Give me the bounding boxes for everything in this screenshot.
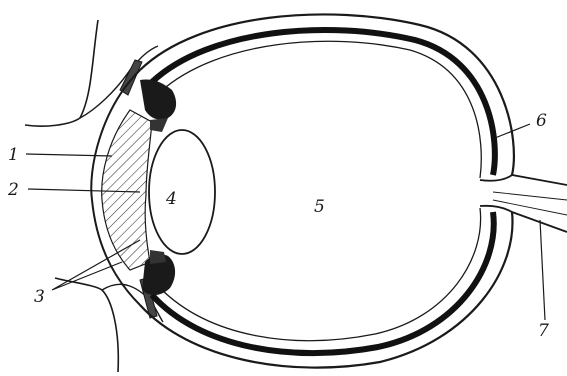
label-5: 5 — [314, 197, 325, 217]
upper-eyelid-outline — [25, 20, 98, 126]
leader-line-1 — [26, 154, 112, 156]
iris-upper — [150, 118, 168, 132]
iris-lower — [150, 250, 166, 264]
label-7: 7 — [538, 321, 549, 341]
optic-nerve-top — [480, 175, 567, 185]
lens — [149, 130, 215, 254]
label-3: 3 — [34, 287, 45, 307]
leader-line-7 — [540, 220, 545, 320]
ciliary-body-upper — [140, 79, 176, 119]
label-4: 4 — [165, 189, 177, 209]
label-6: 6 — [536, 111, 547, 131]
label-1: 1 — [8, 145, 19, 165]
lower-eyelid-outline — [55, 278, 118, 372]
optic-nerve-inner — [493, 192, 567, 215]
label-2: 2 — [7, 180, 19, 200]
anterior-chamber — [102, 110, 152, 270]
